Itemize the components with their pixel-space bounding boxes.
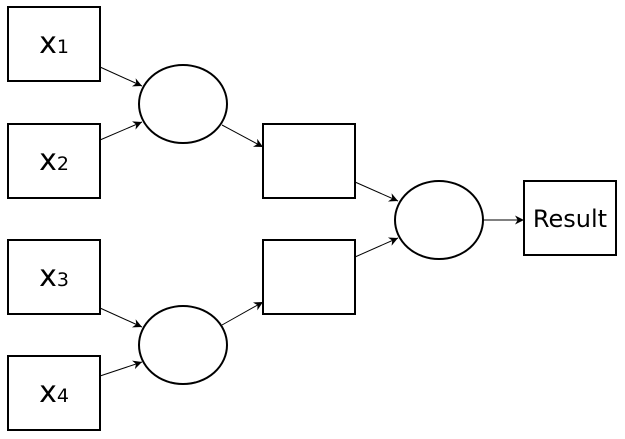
input-box-x1: x1	[7, 6, 101, 82]
result-box: Result	[523, 180, 617, 256]
input-x4-var: x	[39, 375, 57, 410]
svg-text:x3: x3	[39, 259, 69, 294]
arrow-x2-to-top-node	[99, 121, 143, 141]
input-x1-sub: 1	[57, 36, 69, 58]
arrow-top-node-to-box	[221, 124, 264, 148]
final-combiner-node	[394, 180, 484, 260]
arrow-x3-to-bottom-node	[99, 307, 143, 328]
input-x2-var: x	[39, 143, 57, 178]
arrow-x4-to-bottom-node	[99, 360, 143, 377]
intermediate-box-top	[262, 123, 356, 199]
arrow-x1-to-top-node	[99, 66, 143, 87]
intermediate-box-bottom	[262, 239, 356, 315]
input-x3-var: x	[39, 259, 57, 294]
svg-text:x2: x2	[39, 143, 69, 178]
combiner-node-top	[138, 64, 228, 144]
input-box-x2: x2	[7, 123, 101, 199]
input-x4-sub: 4	[57, 385, 69, 407]
arrow-bottom-node-to-box	[221, 301, 264, 326]
arrow-top-box-to-final	[354, 181, 399, 202]
input-x1-var: x	[39, 26, 57, 61]
svg-text:x4: x4	[39, 375, 69, 410]
input-box-x3: x3	[7, 239, 101, 315]
input-box-x4: x4	[7, 355, 101, 431]
result-label: Result	[533, 205, 607, 233]
combiner-node-bottom	[138, 305, 228, 385]
input-x2-sub: 2	[57, 153, 69, 175]
arrow-bottom-box-to-final	[354, 237, 399, 258]
input-x3-sub: 3	[57, 269, 69, 291]
svg-text:x1: x1	[39, 26, 69, 61]
